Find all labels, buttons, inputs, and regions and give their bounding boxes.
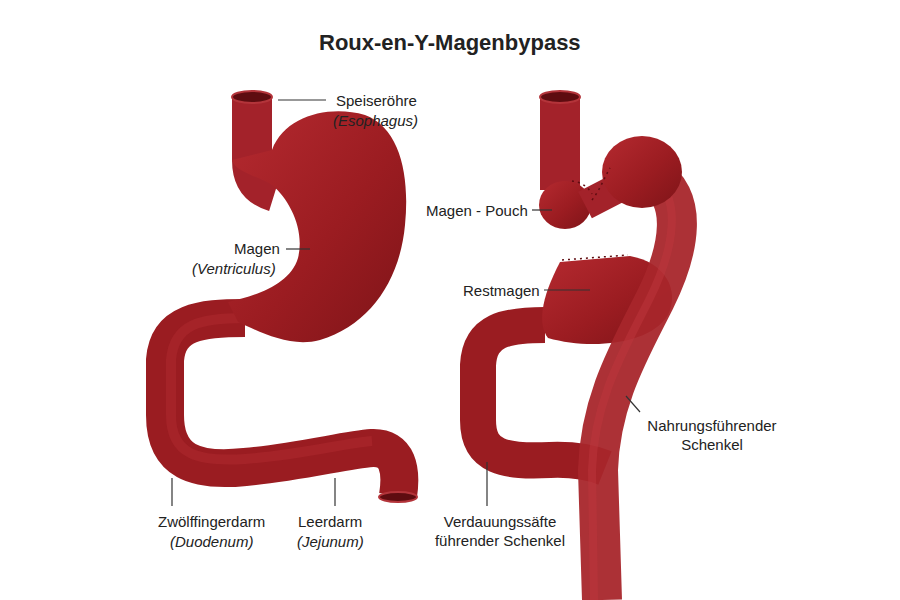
jejunum-opening [379,492,417,502]
leader-line [544,289,590,290]
esophagus-opening [232,91,272,103]
leader-line [278,99,326,100]
suture-line [572,168,610,200]
part-label: Speiseröhre [336,91,417,110]
part-label: Nahrungsführender Schenkel [632,416,792,454]
part-label: Magen - Pouch [426,201,528,220]
roux-limb-blind-end [602,136,682,208]
part-label: (Ventriculus) [192,259,276,278]
roux-limb-highlight [592,175,672,600]
part-label: (Jejunum) [297,532,364,551]
esophagus-opening [540,91,580,103]
esophagus [540,97,580,190]
intestine [165,318,399,496]
leader-lines [172,100,640,506]
stomach-pouch [539,181,591,229]
intestine-highlight [171,318,372,460]
part-label: (Duodenum) [170,532,253,551]
part-label: Restmagen [463,281,540,300]
stomach [228,111,406,342]
part-label: Magen [234,239,280,258]
part-label: Verdauungssäfte führender Schenkel [425,512,575,550]
diagram-title: Roux-en-Y-Magenbypass [319,30,581,56]
leader-line [286,248,310,249]
leader-line [532,209,552,210]
leader-line [334,478,335,506]
part-label: (Esophagus) [333,111,418,130]
leader-line [486,462,487,506]
leader-line [626,396,640,412]
part-label: Leerdarm [298,512,362,531]
leader-line [171,478,172,506]
part-label: Zwölffingerdarm [158,512,265,531]
staple-line [562,255,628,260]
